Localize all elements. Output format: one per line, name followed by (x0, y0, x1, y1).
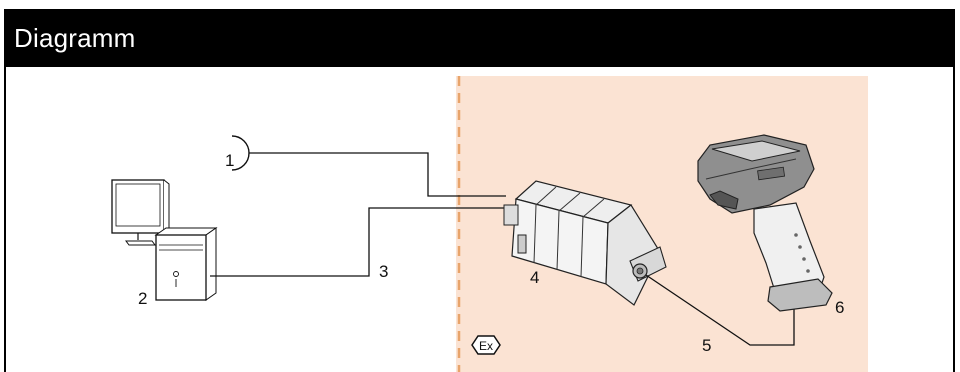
callout-3: 3 (379, 262, 388, 281)
diagram-frame: Diagramm (4, 9, 955, 372)
cradle-icon (503, 180, 667, 306)
callout-5: 5 (702, 336, 711, 355)
header-bar: Diagramm (6, 9, 953, 67)
antenna-icon (231, 135, 250, 171)
computer-icon (111, 179, 218, 301)
page-title: Diagramm (14, 23, 136, 53)
antenna-cable (249, 152, 506, 197)
data-cable (210, 207, 506, 277)
ex-hazard-icon: Ex (471, 335, 501, 355)
callout-6: 6 (835, 298, 844, 317)
svg-text:Ex: Ex (479, 339, 493, 353)
scanner-cable (645, 274, 795, 346)
connection-diagram: Ex 1 2 3 4 5 6 (111, 76, 868, 372)
callout-4: 4 (530, 268, 539, 287)
callout-2: 2 (138, 289, 147, 308)
barcode-scanner-icon (697, 134, 833, 312)
callout-1: 1 (225, 151, 234, 170)
